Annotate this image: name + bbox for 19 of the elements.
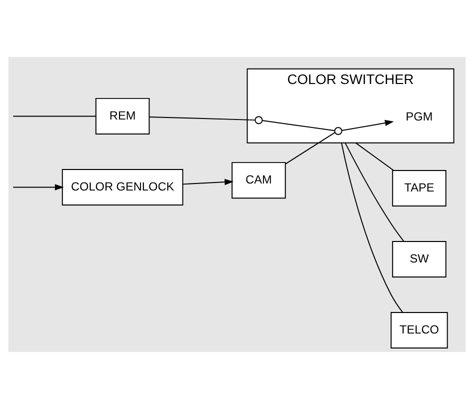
arrow — [12, 184, 64, 190]
node-box: TELCO — [390, 312, 448, 349]
node-box: SW — [392, 241, 446, 278]
node-box: COLOR GENLOCK — [62, 168, 184, 206]
arrow — [182, 178, 234, 186]
node-cross — [254, 116, 263, 124]
connector — [148, 116, 256, 121]
connector — [344, 142, 404, 242]
node-box: CAM — [232, 162, 286, 199]
node-cross — [334, 126, 342, 136]
connector — [355, 142, 394, 171]
node-box: TAPE — [392, 170, 446, 206]
connector — [12, 116, 96, 117]
connector — [285, 132, 336, 164]
connector — [341, 142, 404, 313]
arrow — [341, 120, 394, 132]
connector — [262, 120, 336, 132]
node-box: REM — [95, 98, 150, 134]
node-text: PGM — [406, 109, 433, 124]
